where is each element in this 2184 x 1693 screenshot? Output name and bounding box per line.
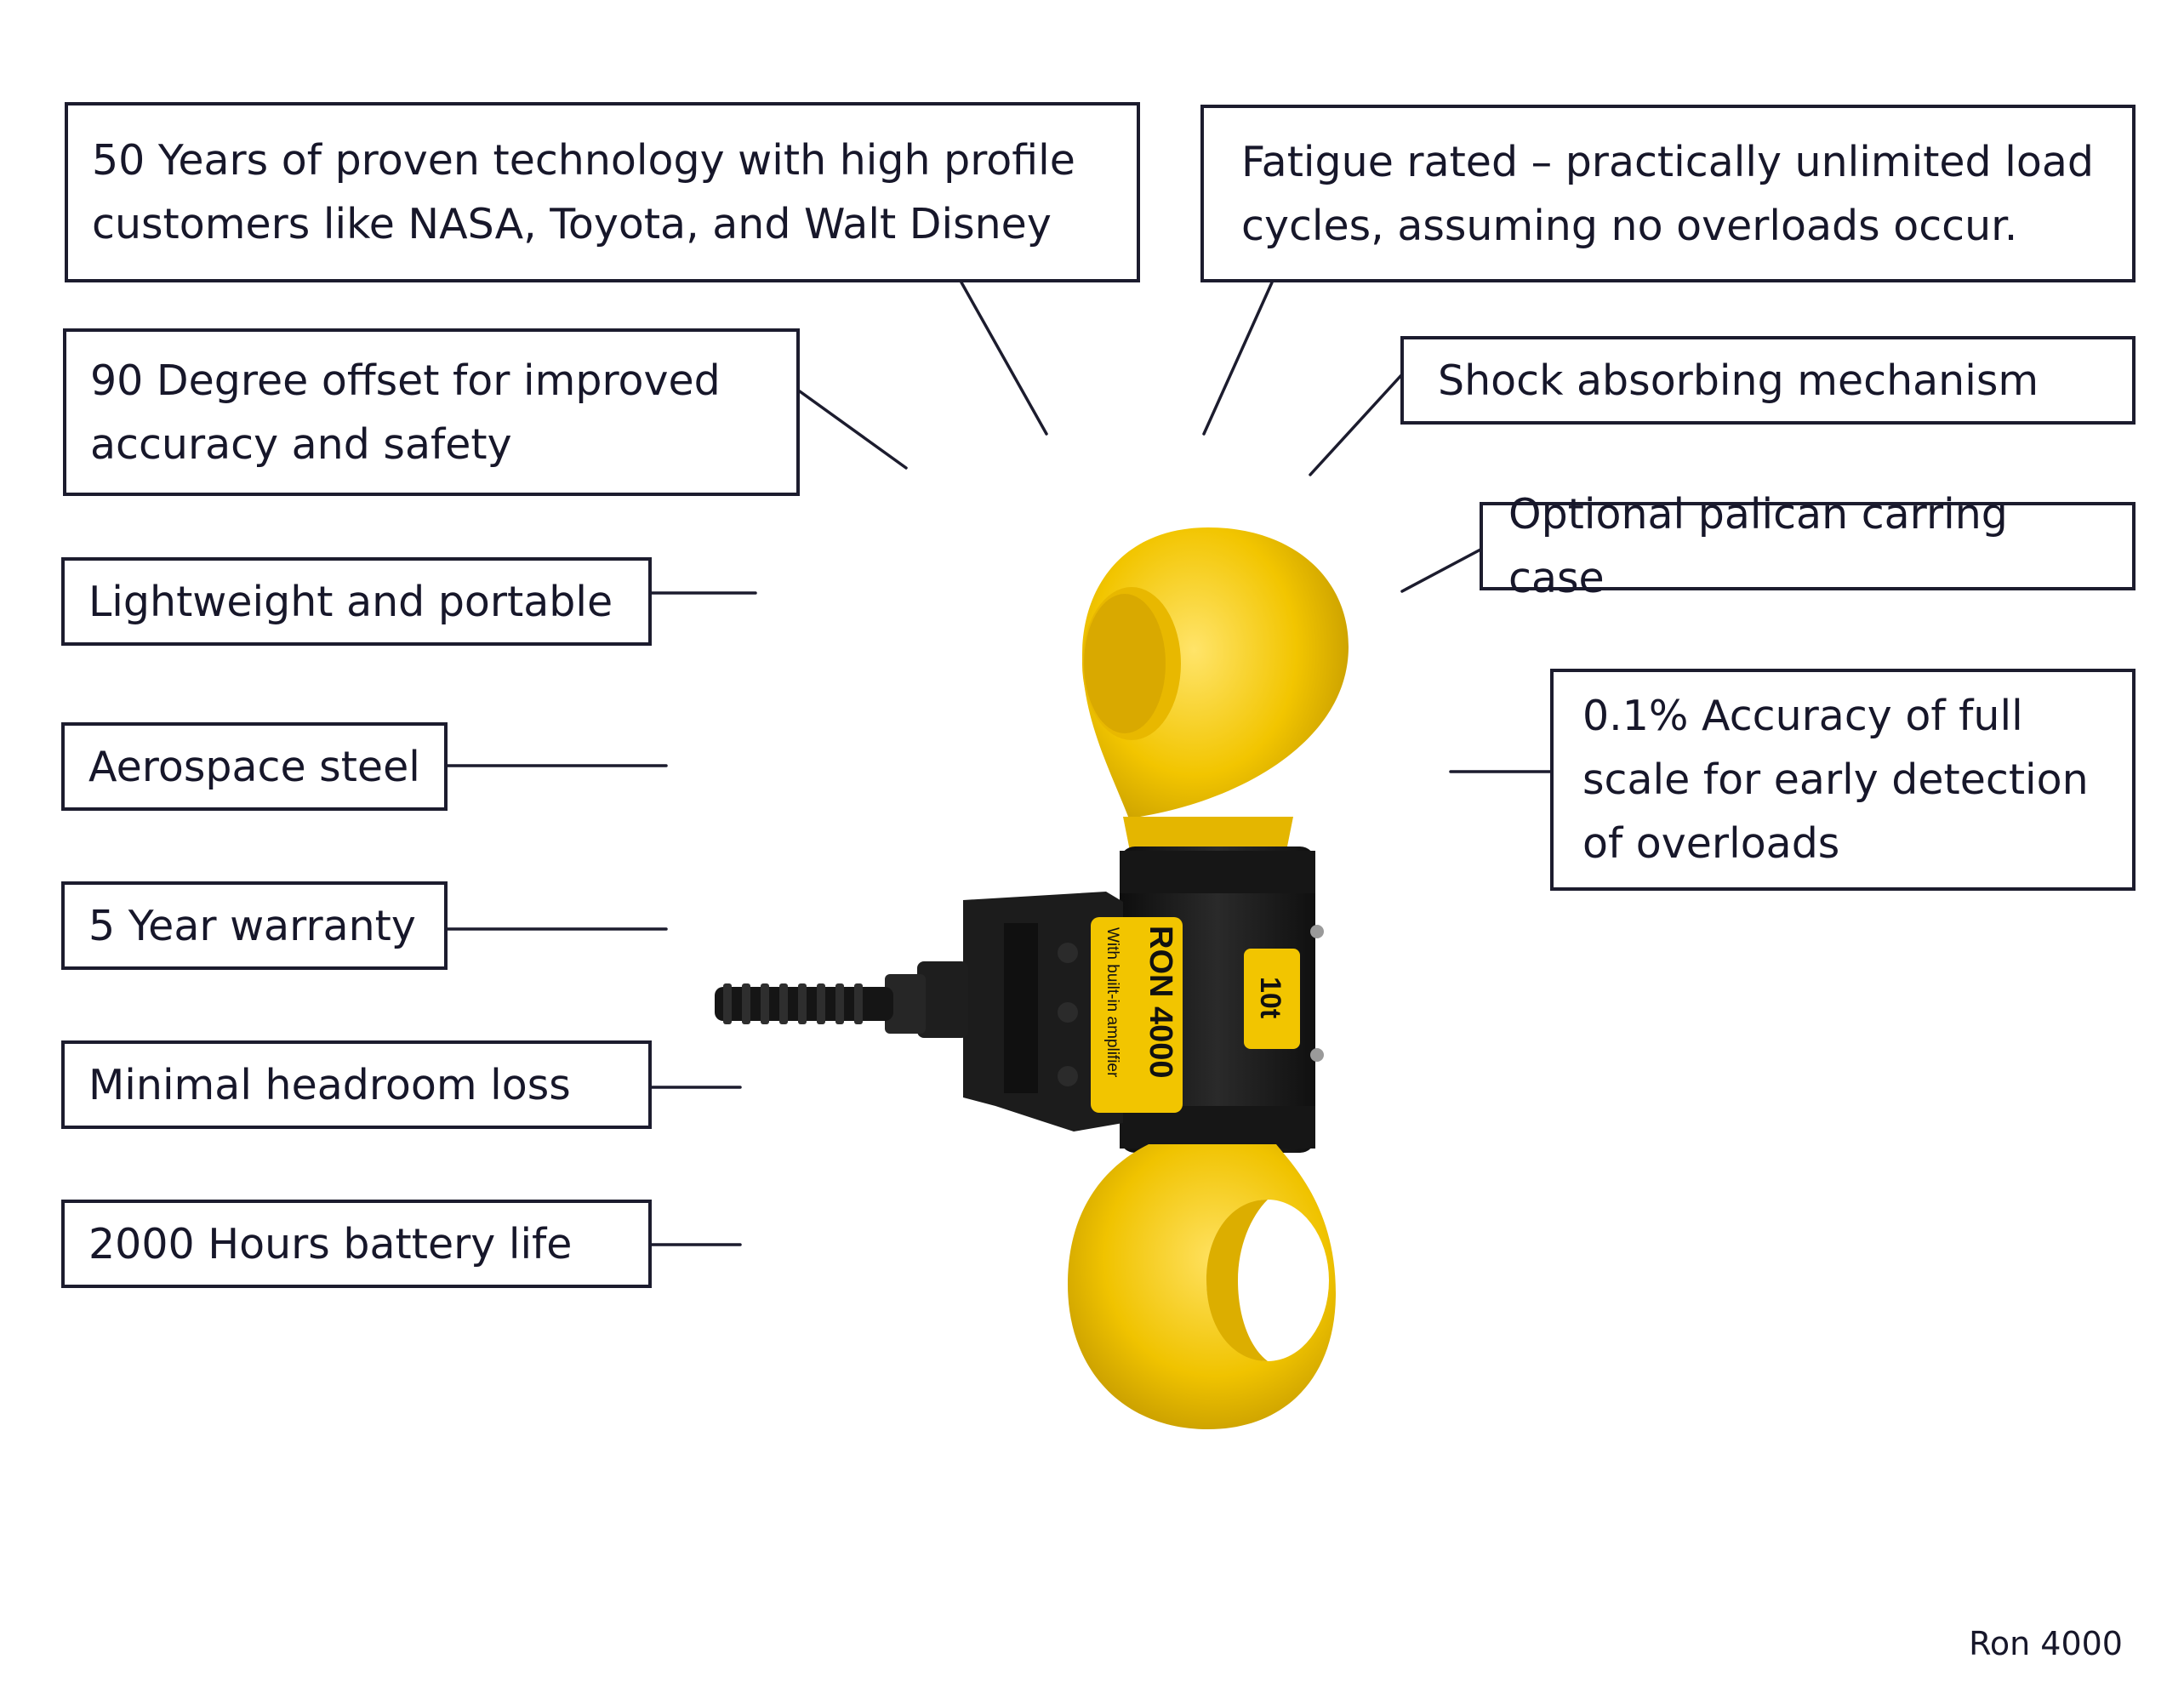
callout-case: Optional palican carring case	[1480, 490, 2136, 602]
figure-caption: Ron 4000	[1969, 1625, 2123, 1662]
callout-warranty-text: 5 Year warranty	[88, 901, 416, 950]
callout-steel: Aerospace steel	[61, 722, 448, 811]
model-label-text: RON 4000	[1143, 926, 1178, 1079]
callout-fatigue-text: Fatigue rated – practically unlimited lo…	[1241, 137, 2094, 250]
callout-lightweight: Lightweight and portable	[61, 557, 652, 646]
callout-accuracy-text: 0.1% Accuracy of full scale for early de…	[1582, 692, 2089, 868]
callout-headroom-text: Minimal headroom loss	[88, 1060, 571, 1109]
model-label-subtext: With built-in amplifier	[1103, 927, 1121, 1078]
leader-offset	[798, 390, 908, 470]
callout-proven-tech-text: 50 Years of proven technology with high …	[92, 136, 1075, 248]
callout-case-text: Optional palican carring case	[1508, 490, 2008, 602]
ron-4000-load-cell-illustration: RON 4000 With built-in amplifier 10t	[715, 527, 1349, 1429]
callout-offset-text: 90 Degree offset for improved accuracy a…	[90, 356, 721, 469]
callout-accuracy: 0.1% Accuracy of full scale for early de…	[1550, 669, 2136, 891]
leader-shock	[1309, 373, 1404, 476]
leader-fatigue	[1202, 281, 1274, 436]
callout-headroom: Minimal headroom loss	[61, 1040, 652, 1129]
callout-lightweight-text: Lightweight and portable	[88, 577, 613, 626]
callout-battery-text: 2000 Hours battery life	[88, 1219, 573, 1268]
callout-shock: Shock absorbing mechanism	[1400, 336, 2136, 425]
bottom-eyebolt	[1068, 1144, 1336, 1429]
callout-proven-tech: 50 Years of proven technology with high …	[65, 102, 1140, 282]
leader-proven-tech	[960, 281, 1048, 436]
callout-warranty: 5 Year warranty	[61, 881, 448, 970]
top-eyebolt	[1082, 527, 1349, 859]
callout-offset: 90 Degree offset for improved accuracy a…	[63, 328, 800, 496]
callout-fatigue: Fatigue rated – practically unlimited lo…	[1200, 105, 2136, 282]
leader-case	[1400, 547, 1484, 593]
capacity-label: 10t	[1244, 949, 1300, 1049]
amplifier-housing	[963, 892, 1123, 1132]
callout-battery: 2000 Hours battery life	[61, 1200, 652, 1288]
callout-shock-text: Shock absorbing mechanism	[1438, 356, 2039, 405]
callout-steel-text: Aerospace steel	[88, 742, 420, 791]
cable-connector	[715, 961, 968, 1038]
model-label: RON 4000 With built-in amplifier	[1091, 917, 1183, 1113]
capacity-label-text: 10t	[1254, 977, 1286, 1018]
